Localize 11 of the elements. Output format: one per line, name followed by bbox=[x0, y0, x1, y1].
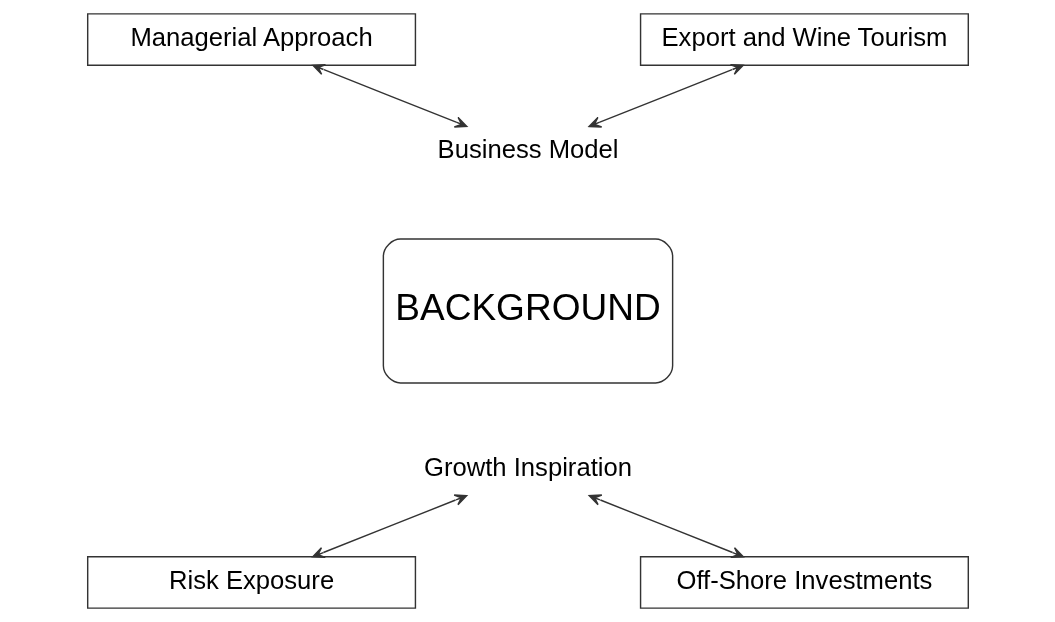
arrow bbox=[311, 494, 467, 558]
arrow bbox=[311, 64, 468, 128]
node-text: Growth Inspiration bbox=[423, 453, 632, 482]
node-box: Export and Wine Tourism bbox=[639, 13, 969, 66]
arrow bbox=[587, 64, 744, 128]
node-box: Off-Shore Investments bbox=[639, 556, 969, 609]
node-box: Risk Exposure bbox=[86, 556, 416, 609]
node-box: BACKGROUND bbox=[382, 238, 673, 384]
arrow bbox=[588, 494, 744, 558]
node-text: Business Model bbox=[437, 135, 618, 164]
node-box: Managerial Approach bbox=[86, 13, 416, 66]
